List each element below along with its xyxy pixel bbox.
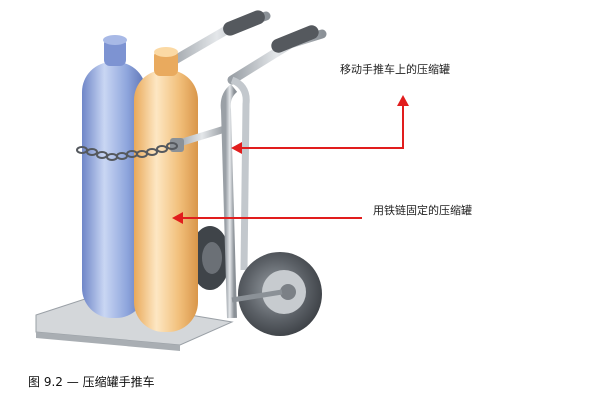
blue-cylinder-neck — [104, 38, 126, 66]
orange-cylinder-cap — [154, 47, 178, 57]
orange-cylinder — [134, 70, 198, 332]
blue-cylinder — [82, 62, 146, 318]
caption-dash: — — [66, 375, 79, 389]
caption-text: 压缩罐手推车 — [82, 375, 155, 389]
handle-grip-right — [271, 25, 319, 53]
cart-frame-rear-upright — [230, 76, 250, 271]
cart-label-arrowhead-left — [231, 142, 242, 154]
front-wheel-hub — [280, 284, 296, 300]
chain-secured-cylinder-label: 用铁链固定的压缩罐 — [373, 204, 472, 217]
chain-label-arrowhead — [172, 212, 183, 224]
cart-frame-upright — [220, 84, 238, 319]
cart-mounted-cylinder-label: 移动手推车上的压缩罐 — [340, 63, 450, 76]
base-plate — [35, 297, 234, 346]
blue-cylinder-cap — [103, 35, 127, 45]
base-plate-edge — [36, 332, 180, 351]
axle — [231, 289, 283, 303]
figure-number: 图 9.2 — [28, 375, 63, 389]
rear-wheel-hub — [202, 242, 222, 274]
figure-caption: 图 9.2 — 压缩罐手推车 — [28, 373, 155, 390]
cart-label-arrowhead-up — [397, 95, 409, 106]
retaining-bar — [172, 124, 232, 148]
cart-label-arrow — [233, 104, 404, 149]
handle-grip-left — [223, 10, 265, 36]
orange-cylinder-neck — [154, 50, 178, 76]
securing-chain — [76, 142, 178, 161]
